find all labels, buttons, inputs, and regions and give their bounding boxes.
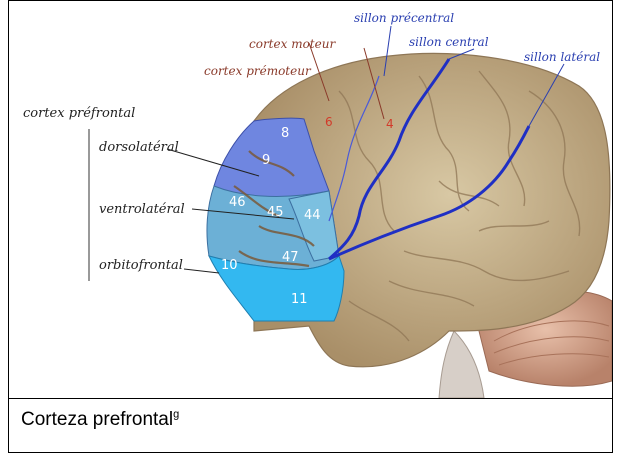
label-central: sillon central [409, 35, 489, 49]
label-prefrontal: cortex préfrontal [23, 106, 135, 121]
caption-superscript: g [173, 409, 179, 421]
brainstem-shape [439, 331, 484, 398]
area-44: 44 [304, 208, 321, 223]
label-precentral: sillon précentral [354, 11, 454, 25]
label-motor: cortex moteur [249, 37, 336, 51]
area-45: 45 [267, 205, 284, 220]
area-4: 4 [386, 117, 394, 131]
label-premotor: cortex prémoteur [204, 64, 312, 78]
area-8: 8 [281, 126, 289, 141]
brain-diagram: cortex préfrontal dorsolatéral ventrolat… [9, 1, 612, 399]
label-ventrolateral: ventrolatéral [99, 202, 185, 217]
area-47: 47 [282, 250, 299, 265]
label-orbitofrontal: orbitofrontal [99, 258, 183, 273]
area-9: 9 [262, 153, 270, 168]
area-46: 46 [229, 195, 246, 210]
area-10: 10 [221, 258, 238, 273]
area-6: 6 [325, 115, 333, 129]
label-lateral: sillon latéral [524, 50, 600, 64]
label-dorsolateral: dorsolatéral [99, 140, 179, 155]
figure-caption: Corteza prefrontalg [21, 409, 179, 431]
brain-illustration: cortex préfrontal dorsolatéral ventrolat… [9, 1, 612, 398]
caption-text: Corteza prefrontal [21, 409, 173, 430]
figure-frame: cortex préfrontal dorsolatéral ventrolat… [8, 0, 613, 453]
area-11: 11 [291, 292, 308, 307]
